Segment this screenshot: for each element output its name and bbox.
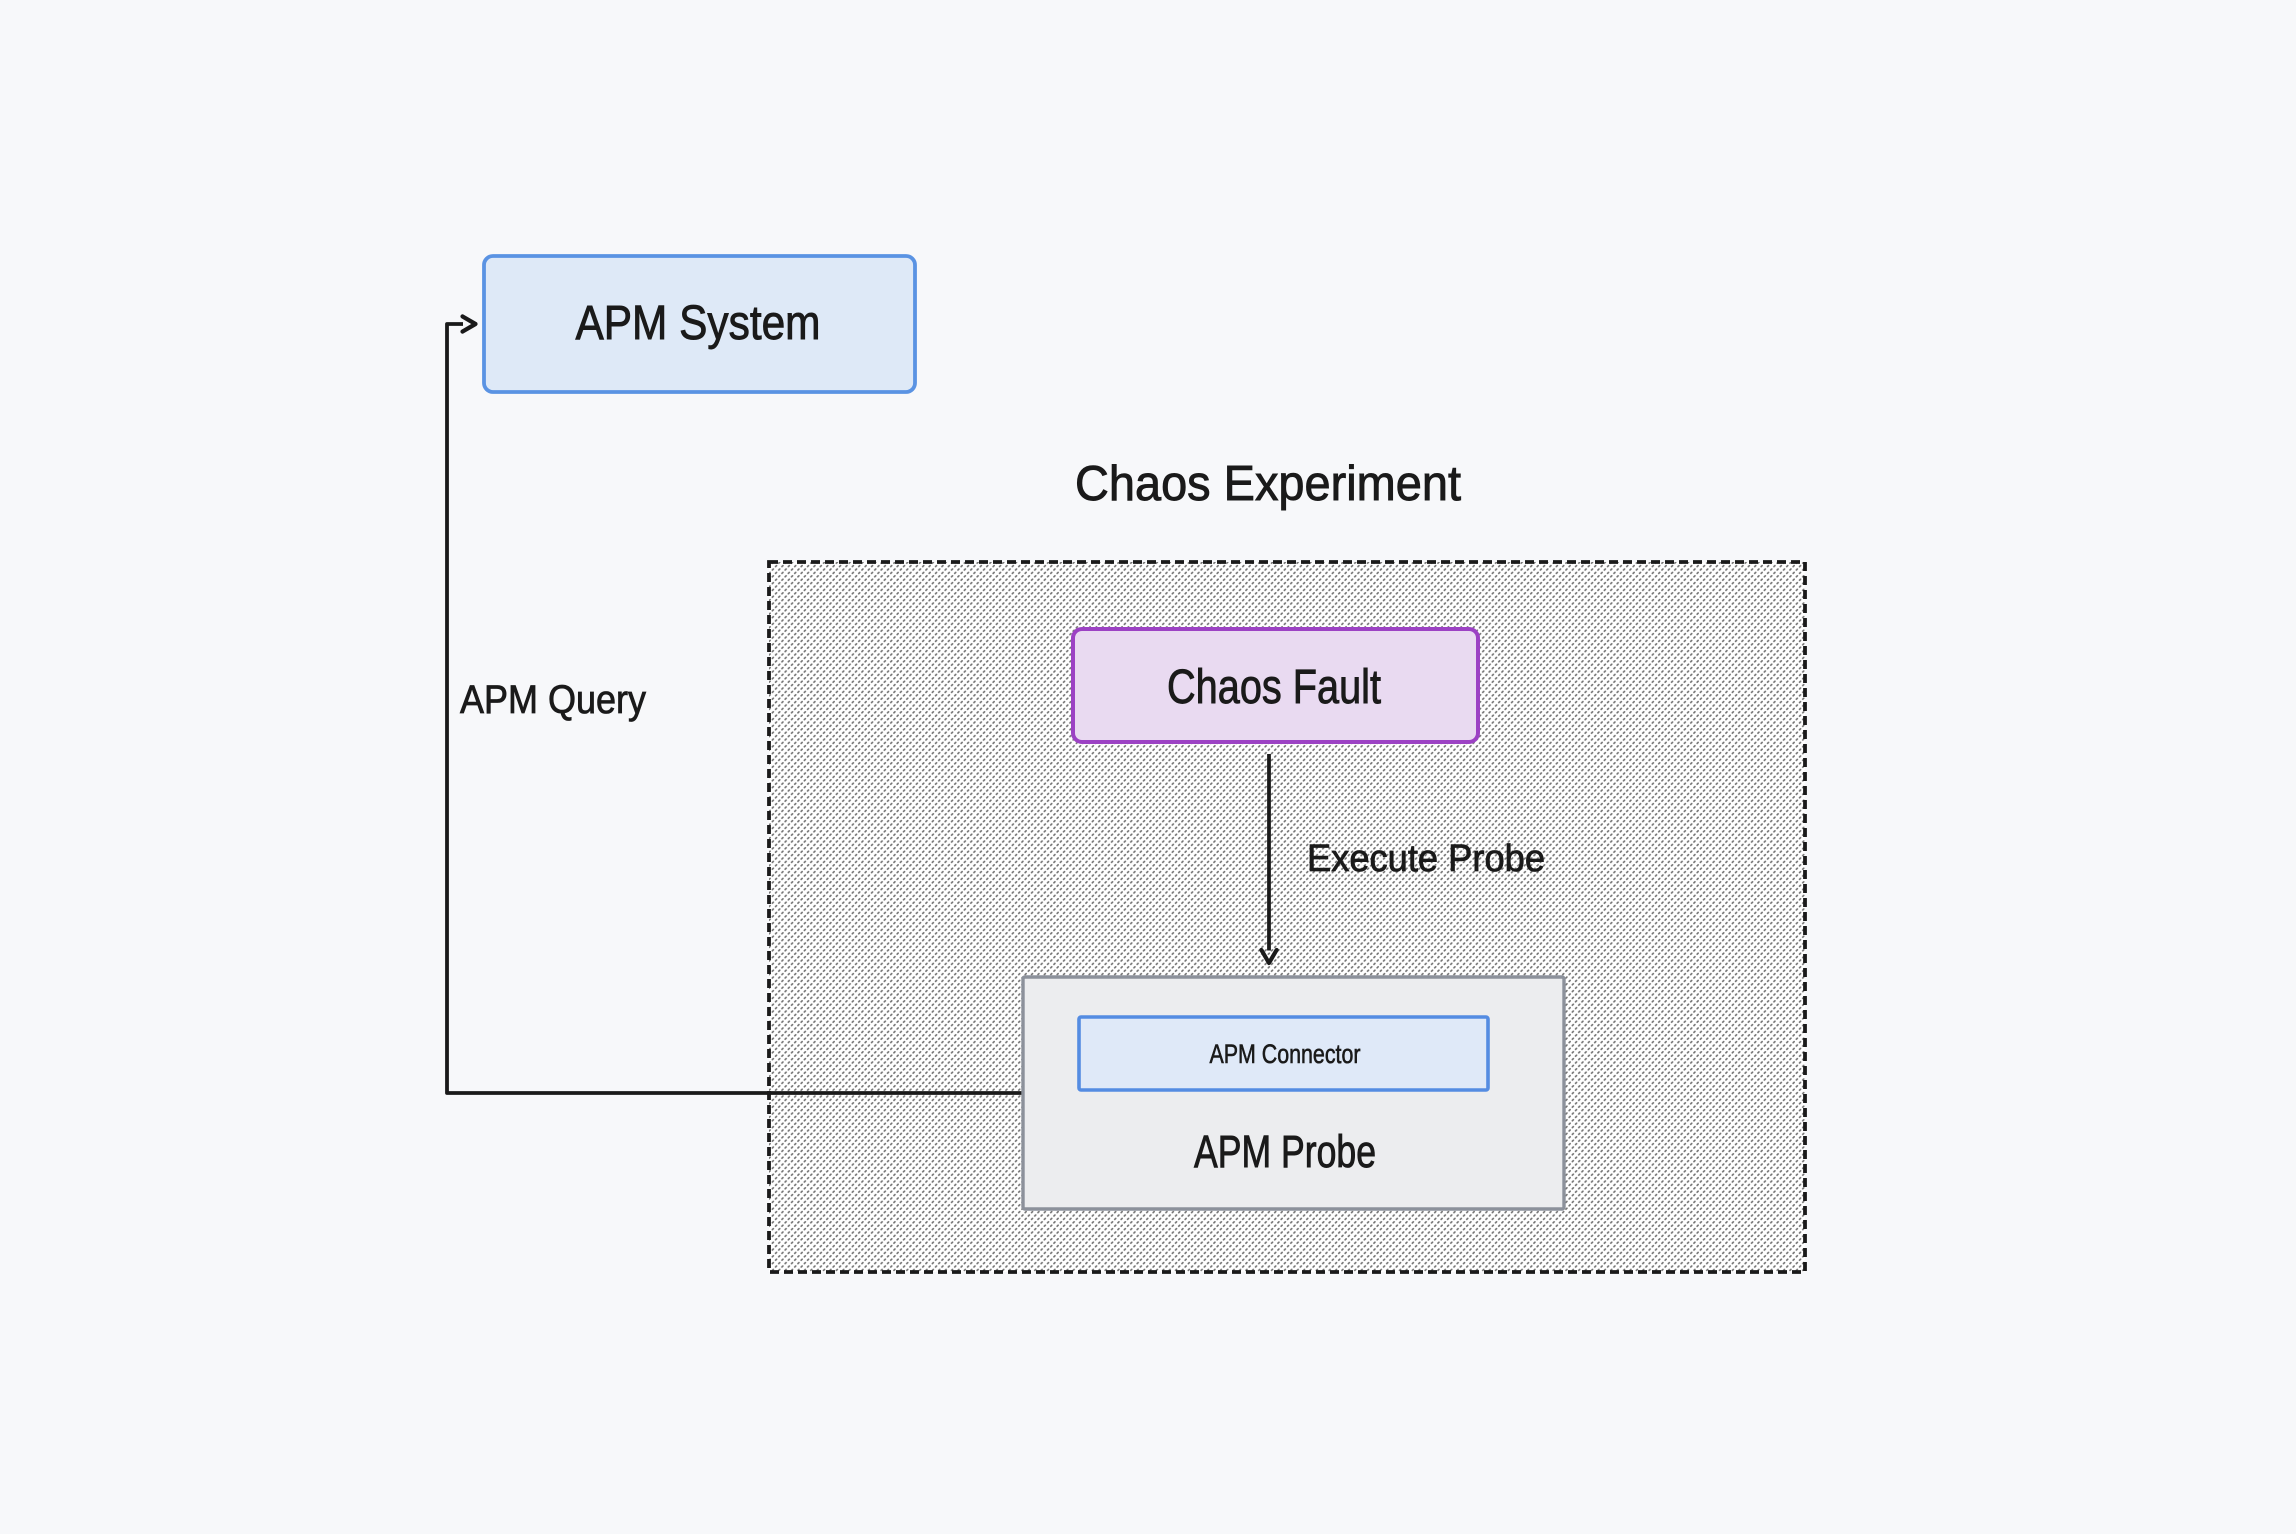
svg-text:APM Connector: APM Connector: [1210, 1039, 1361, 1069]
svg-text:APM Probe: APM Probe: [1194, 1126, 1376, 1177]
svg-text:Chaos Fault: Chaos Fault: [1167, 661, 1381, 714]
svg-text:Chaos Experiment: Chaos Experiment: [1075, 457, 1461, 511]
svg-text:APM System: APM System: [576, 297, 821, 350]
svg-text:Execute Probe: Execute Probe: [1307, 838, 1545, 880]
svg-text:APM Query: APM Query: [460, 678, 646, 722]
